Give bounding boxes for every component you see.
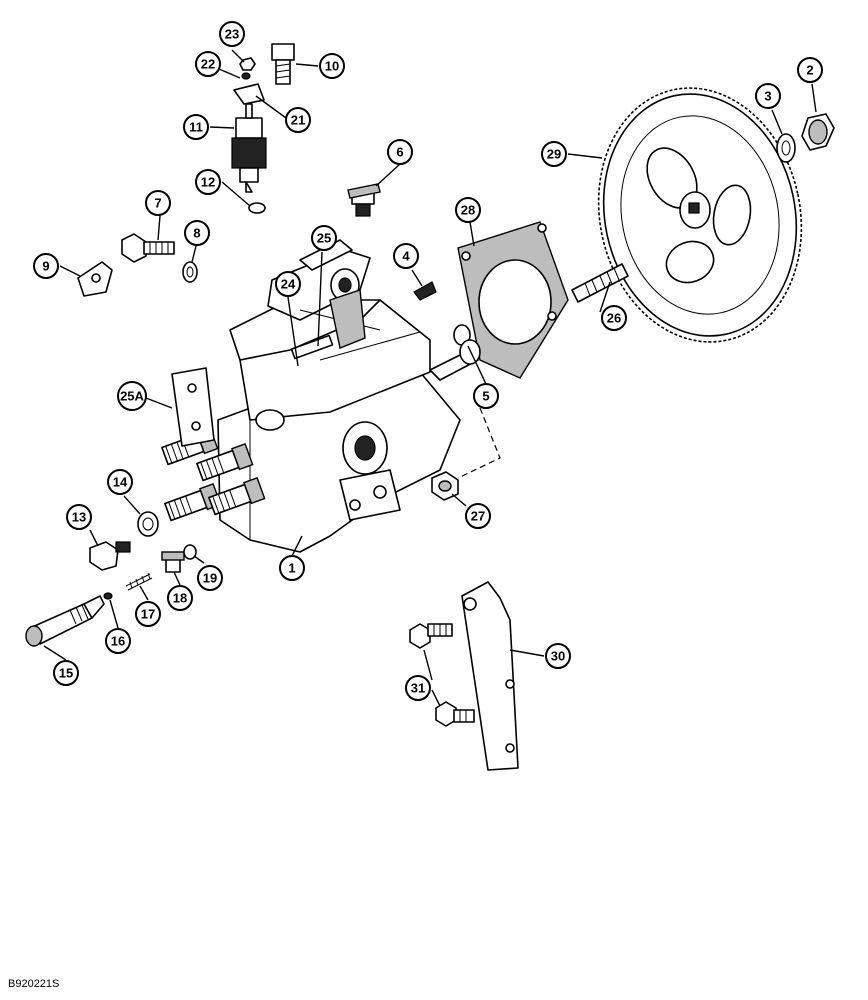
svg-text:1: 1 [288, 561, 295, 576]
callout-21: 21 [285, 107, 311, 133]
callout-31: 31 [405, 675, 431, 701]
injection-pump-body [217, 239, 481, 553]
callout-19: 19 [197, 565, 223, 591]
callout-30: 30 [545, 643, 571, 669]
svg-text:10: 10 [325, 59, 339, 74]
svg-text:21: 21 [291, 113, 305, 128]
solenoid-o-ring [248, 202, 266, 214]
callout-26: 26 [601, 305, 627, 331]
svg-text:25: 25 [317, 231, 331, 246]
svg-text:29: 29 [547, 147, 561, 162]
callout-18: 18 [167, 585, 193, 611]
o-ring-seal [183, 544, 197, 560]
callout-12: 12 [195, 169, 221, 195]
callout-7: 7 [145, 190, 171, 216]
callout-23: 23 [219, 21, 245, 47]
callout-9: 9 [33, 253, 59, 279]
throttle-lever [77, 261, 113, 297]
support-bracket [461, 581, 519, 771]
bracket-bolt-lower [435, 701, 475, 727]
callout-17: 17 [135, 601, 161, 627]
svg-text:13: 13 [72, 510, 86, 525]
callout-22: 22 [195, 51, 221, 77]
lock-washer [776, 133, 796, 163]
spring [125, 572, 153, 591]
sealing-washer [182, 261, 198, 283]
figure-id-label: B920221S [8, 978, 60, 990]
svg-text:24: 24 [281, 277, 296, 292]
svg-text:2: 2 [806, 63, 813, 78]
svg-text:16: 16 [111, 634, 125, 649]
svg-text:25A: 25A [120, 389, 144, 404]
svg-text:4: 4 [402, 249, 410, 264]
svg-text:3: 3 [764, 89, 771, 104]
svg-text:11: 11 [189, 120, 203, 135]
callout-29: 29 [541, 141, 567, 167]
svg-text:9: 9 [42, 259, 49, 274]
leader-lines [43, 49, 817, 707]
callout-14: 14 [107, 469, 133, 495]
flange-nut [431, 471, 459, 501]
svg-text:8: 8 [193, 226, 200, 241]
plug-screw [89, 541, 131, 571]
woodruff-key [413, 281, 437, 301]
svg-text:6: 6 [396, 145, 403, 160]
callout-27: 27 [465, 503, 491, 529]
callout-24: 24 [275, 271, 301, 297]
svg-text:31: 31 [411, 681, 425, 696]
callout-25a: 25A [117, 381, 147, 411]
callout-8: 8 [184, 220, 210, 246]
alignment-line [457, 407, 501, 479]
mounting-gasket [457, 221, 569, 379]
callout-1: 1 [279, 555, 305, 581]
svg-text:15: 15 [59, 666, 73, 681]
fuel-shutoff-solenoid [231, 103, 267, 193]
callout-3: 3 [755, 83, 781, 109]
adjusting-screw [25, 595, 105, 647]
callout-2: 2 [797, 57, 823, 83]
svg-text:28: 28 [461, 203, 475, 218]
gear-nut [801, 113, 835, 151]
svg-text:19: 19 [203, 571, 217, 586]
banjo-bolt [121, 233, 175, 263]
svg-text:22: 22 [201, 57, 215, 72]
svg-text:27: 27 [471, 509, 485, 524]
callout-4: 4 [393, 243, 419, 269]
mounting-stud [571, 263, 629, 303]
callout-13: 13 [66, 504, 92, 530]
drive-gear [597, 87, 803, 343]
terminal-clip [233, 83, 265, 105]
callout-10: 10 [319, 53, 345, 79]
callout-15: 15 [53, 660, 79, 686]
svg-text:23: 23 [225, 27, 239, 42]
svg-text:7: 7 [154, 196, 161, 211]
banjo-fitting [347, 183, 381, 217]
callouts: 1 2 3 4 5 6 7 8 9 10 11 12 13 14 15 16 1… [33, 21, 823, 701]
pump-bracket [171, 367, 215, 447]
bracket-bolt-upper [409, 623, 453, 649]
svg-text:30: 30 [551, 649, 565, 664]
svg-text:18: 18 [173, 591, 187, 606]
callout-6: 6 [387, 139, 413, 165]
callout-5: 5 [473, 383, 499, 409]
callout-28: 28 [455, 197, 481, 223]
svg-text:5: 5 [482, 389, 489, 404]
callout-16: 16 [105, 628, 131, 654]
small-washer [103, 592, 113, 600]
return-fitting [271, 43, 295, 85]
svg-text:14: 14 [113, 475, 128, 490]
svg-text:12: 12 [201, 175, 215, 190]
callout-25: 25 [311, 225, 337, 251]
svg-text:17: 17 [141, 607, 155, 622]
terminal-washer [241, 72, 251, 80]
callout-11: 11 [183, 114, 209, 140]
svg-text:26: 26 [607, 311, 621, 326]
copper-washer [137, 511, 159, 537]
bleed-screw [161, 551, 185, 573]
